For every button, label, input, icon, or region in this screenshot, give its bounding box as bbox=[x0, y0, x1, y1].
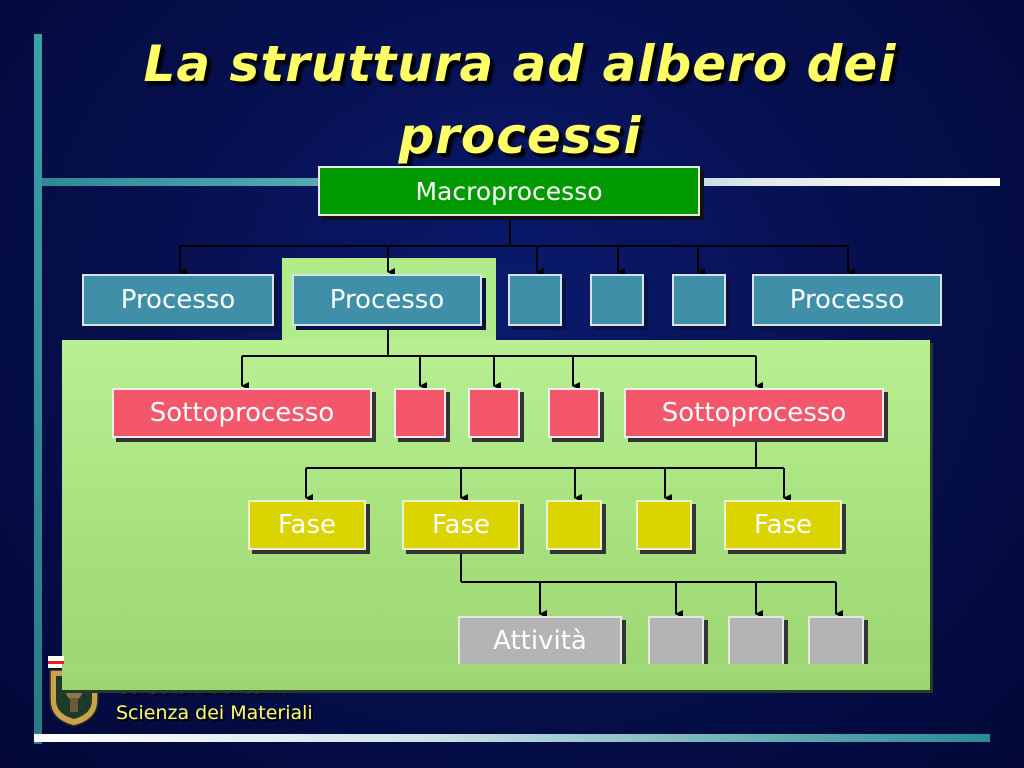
macroprocesso-box: Macroprocesso bbox=[318, 166, 700, 216]
macroprocesso-label: Macroprocesso bbox=[415, 176, 603, 206]
processo-box-6: Processo bbox=[752, 274, 942, 326]
processo-box-4 bbox=[590, 274, 644, 326]
fase-box-5: Fase bbox=[724, 500, 842, 550]
fase-box-4 bbox=[636, 500, 692, 550]
fase-box-2: Fase bbox=[402, 500, 520, 550]
slide-title-line-1: La struttura ad albero dei bbox=[143, 35, 897, 93]
fase-label: Fase bbox=[277, 510, 337, 540]
highlight-panel-bottom-edge bbox=[62, 664, 930, 690]
fase-box-1: Fase bbox=[248, 500, 366, 550]
processo-label: Processo bbox=[120, 285, 236, 315]
sottoprocesso-label: Sottoprocesso bbox=[661, 398, 847, 428]
frame-left-line bbox=[34, 34, 42, 744]
slide-title-line-2: processi bbox=[398, 107, 642, 165]
attivita-box-1: Attività bbox=[458, 616, 622, 666]
fase-label: Fase bbox=[431, 510, 491, 540]
attivita-box-4 bbox=[808, 616, 864, 666]
attivita-box-3 bbox=[728, 616, 784, 666]
processo-box-5 bbox=[672, 274, 726, 326]
sottoprocesso-label: Sottoprocesso bbox=[149, 398, 335, 428]
frame-bottom-line bbox=[34, 734, 990, 742]
processo-box-2: Processo bbox=[292, 274, 482, 326]
sottoprocesso-box-5: Sottoprocesso bbox=[624, 388, 884, 438]
attivita-label: Attività bbox=[493, 626, 587, 656]
sottoprocesso-box-3 bbox=[468, 388, 520, 438]
fase-label: Fase bbox=[753, 510, 813, 540]
processo-box-3 bbox=[508, 274, 562, 326]
processo-label: Processo bbox=[329, 285, 445, 315]
sottoprocesso-box-2 bbox=[394, 388, 446, 438]
processo-box-1: Processo bbox=[82, 274, 274, 326]
processo-label: Processo bbox=[789, 285, 905, 315]
footer-line-2: Scienza dei Materiali bbox=[116, 702, 313, 724]
slide-title: La struttura ad albero dei processi bbox=[60, 28, 980, 172]
sottoprocesso-box-1: Sottoprocesso bbox=[112, 388, 372, 438]
fase-box-3 bbox=[546, 500, 602, 550]
sottoprocesso-box-4 bbox=[548, 388, 600, 438]
attivita-box-2 bbox=[648, 616, 704, 666]
